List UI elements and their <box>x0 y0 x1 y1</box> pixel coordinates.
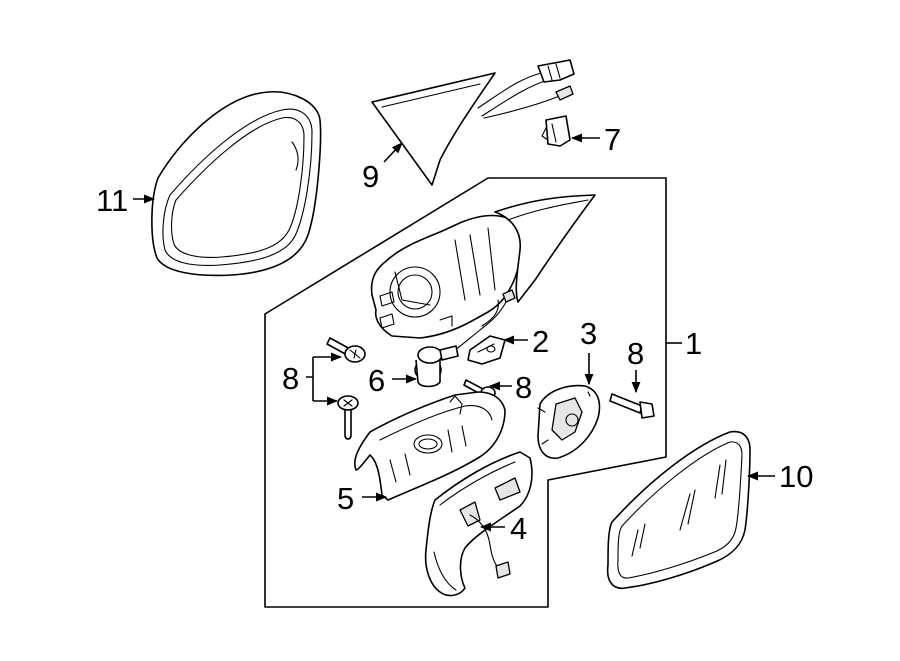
callout-1: 1 <box>685 326 702 361</box>
callout-5: 5 <box>337 481 354 516</box>
triangle-cover <box>371 72 496 186</box>
connector-clip <box>541 115 571 147</box>
callout-8-left: 8 <box>282 361 299 396</box>
lower-housing <box>354 391 506 501</box>
small-bracket <box>467 335 506 365</box>
callout-4: 4 <box>510 511 527 546</box>
callout-6: 6 <box>368 363 385 398</box>
callout-8-middle: 8 <box>515 370 532 405</box>
wire-plug <box>502 289 516 303</box>
motor-wire <box>454 297 509 351</box>
leader-9 <box>383 142 403 163</box>
mirror-cover-cap <box>151 91 322 277</box>
actuator-plate <box>537 384 601 460</box>
mirror-glass <box>606 430 751 590</box>
mirror-housing <box>370 194 596 339</box>
wiring-harness <box>477 59 575 119</box>
leader-8-left <box>306 357 314 401</box>
turn-signal-plug <box>495 561 511 579</box>
callout-9: 9 <box>362 159 379 194</box>
mirror-motor <box>414 345 459 388</box>
bolt-right <box>609 393 655 419</box>
turn-signal-cap <box>424 451 533 597</box>
callout-2: 2 <box>532 324 549 359</box>
screw-upper <box>326 337 366 363</box>
callout-8-right: 8 <box>627 336 644 371</box>
callout-7: 7 <box>604 122 621 157</box>
callout-10: 10 <box>779 459 813 494</box>
screw-lower <box>337 395 359 440</box>
callout-11: 11 <box>96 183 128 218</box>
callout-3: 3 <box>580 316 597 351</box>
assembly-boundary <box>264 177 667 608</box>
